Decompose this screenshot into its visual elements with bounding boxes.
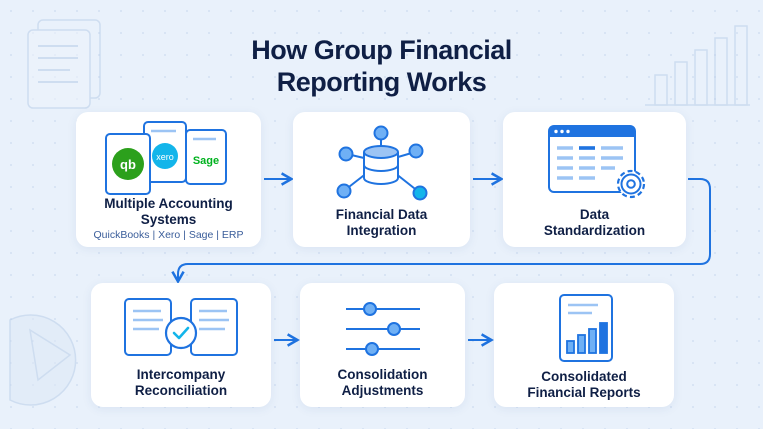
step-1-title: Multiple Accounting Systems [76, 196, 261, 228]
step-4-title: Intercompany Reconciliation [91, 367, 271, 399]
xero-logo: xero [156, 152, 174, 162]
step-4-line-2: Reconciliation [134, 383, 228, 398]
step-2-line-2: Integration [346, 223, 417, 238]
step-5-line-1: Consolidation [337, 367, 428, 382]
gear-icon [616, 169, 646, 199]
documents-check-icon [124, 298, 238, 356]
report-chart-icon [559, 294, 613, 362]
background-bar-chart-icon [645, 25, 750, 106]
quickbooks-logo: qb [120, 157, 136, 172]
step-6-title: Consolidated Financial Reports [494, 369, 674, 401]
step-2-title: Financial Data Integration [293, 207, 470, 239]
title-line-2: Reporting Works [276, 67, 487, 97]
accounting-documents-icon: Sage xero qb [105, 121, 227, 195]
window-gear-icon [548, 125, 646, 199]
step-5-line-2: Adjustments [341, 383, 424, 398]
background-document-icon [27, 19, 101, 109]
step-4-line-1: Intercompany [136, 367, 226, 382]
sage-logo: Sage [193, 155, 219, 167]
step-2-line-1: Financial Data [335, 207, 428, 222]
step-card-consolidated-reports: Consolidated Financial Reports [494, 283, 674, 407]
sliders-icon [346, 302, 420, 356]
step-card-data-integration: Financial Data Integration [293, 112, 470, 247]
step-card-data-standardization: Data Standardization [503, 112, 686, 247]
step-3-line-2: Standardization [543, 223, 646, 238]
sage-document: Sage [185, 129, 227, 185]
step-3-title: Data Standardization [503, 207, 686, 239]
step-6-line-2: Financial Reports [527, 385, 641, 400]
database-cylinder [363, 145, 399, 185]
step-5-title: Consolidation Adjustments [300, 367, 465, 399]
xero-document: xero [143, 121, 187, 183]
arrow-step3-step4 [171, 178, 711, 284]
page-title: How Group Financial Reporting Works [0, 34, 763, 98]
step-card-accounting-systems: Sage xero qb Multiple Accounting Systems… [76, 112, 261, 247]
database-network-icon [336, 125, 428, 201]
quickbooks-document: qb [105, 133, 151, 195]
step-6-line-1: Consolidated [541, 369, 627, 384]
step-3-line-1: Data [579, 207, 610, 222]
step-1-line-2: Systems [140, 212, 197, 227]
step-card-consolidation-adjustments: Consolidation Adjustments [300, 283, 465, 407]
background-pie-icon [9, 314, 77, 406]
step-1-subtitle: QuickBooks | Xero | Sage | ERP [93, 229, 244, 241]
step-card-intercompany-reconciliation: Intercompany Reconciliation [91, 283, 271, 407]
step-1-line-1: Multiple Accounting [104, 196, 233, 211]
title-line-1: How Group Financial [251, 35, 512, 65]
